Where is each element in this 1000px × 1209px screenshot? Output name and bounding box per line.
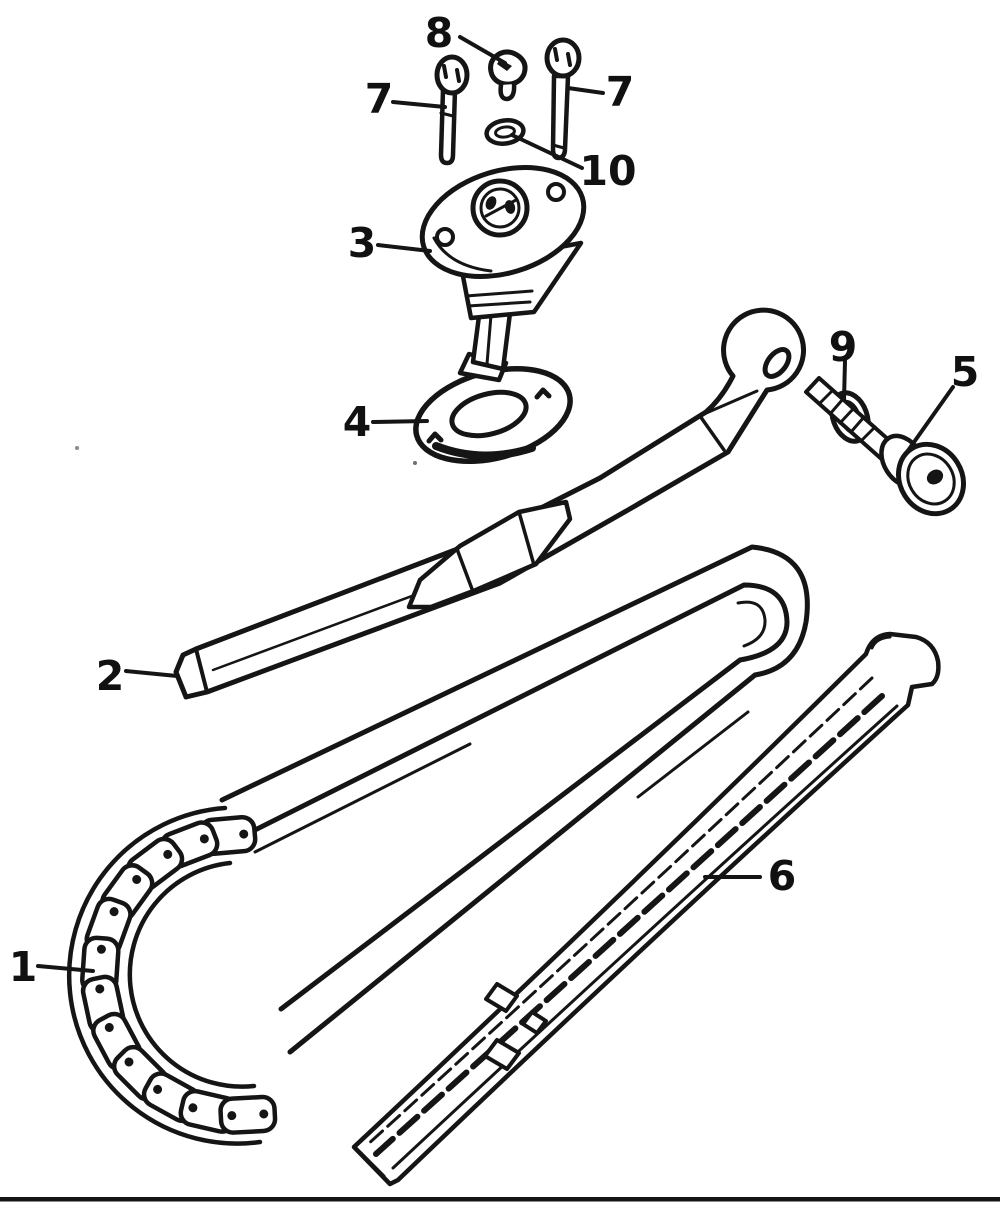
chain-run-extra-line: [636, 710, 750, 799]
stud-right-collar: [551, 143, 566, 150]
oring10-inner: [494, 125, 516, 139]
leader-3: [376, 243, 432, 253]
gasket-thick-edge: [432, 442, 536, 460]
bolt5-center-hole: [926, 469, 944, 485]
leader-7-right: [566, 86, 605, 95]
part-1-cam-chain: [66, 544, 810, 1146]
lifter-bolt-hole-right: [546, 182, 566, 202]
chain-band-inner-arc: [127, 860, 257, 1089]
gasket-notch-lower: [426, 431, 444, 444]
callout-label-4: 4: [343, 398, 372, 446]
leader-8: [458, 35, 507, 65]
bolt8-tip: [498, 81, 517, 102]
guide-groove-line: [391, 704, 899, 1170]
part-2-tensioner-arm: [173, 307, 806, 700]
lifter-boss-inner: [479, 187, 521, 229]
chain-hairpin-detail: [736, 600, 767, 648]
callout-labels: 1 2 3 4 5 6 7 7 8 9 10: [9, 9, 980, 991]
callout-label-6: 6: [768, 852, 797, 900]
guide-tip-cap: [358, 1150, 386, 1178]
guide-tab-upper: [484, 982, 519, 1013]
guide-tab-lower: [483, 1038, 521, 1071]
callout-label-1: 1: [9, 943, 38, 991]
guide-tab-middle: [521, 1010, 548, 1035]
part-3-tensioner-lifter: [419, 165, 587, 383]
guide-wear-band: [373, 693, 885, 1157]
bolt5-washer-inner: [906, 452, 956, 506]
lifter-screw-bar: [484, 198, 518, 218]
part-6-chain-guide: [351, 631, 941, 1187]
bolt5-threads: [817, 388, 877, 443]
arm-eyelet-hole: [762, 347, 792, 379]
arm-silhouette: [173, 307, 806, 700]
lifter-screw-slot-a: [485, 196, 497, 210]
arm-pivot-block: [406, 499, 573, 610]
stud-left-collar: [439, 111, 455, 118]
stud-right-head: [544, 37, 582, 79]
lifter-bolt-hole-left: [435, 227, 455, 247]
chain-run-outer-edge: [219, 544, 810, 1055]
arm-neck-step: [698, 414, 726, 452]
leader-2: [124, 669, 179, 678]
chain-run-inner-edge: [240, 582, 790, 1012]
leader-7-left: [391, 100, 447, 109]
lifter-rod-split: [485, 313, 493, 366]
callout-label-8: 8: [425, 9, 454, 57]
leader-10: [510, 133, 584, 170]
stud-left-shaft: [438, 87, 458, 166]
scan-speck-left: [75, 446, 79, 450]
arm-pivot-facets: [455, 510, 536, 591]
part-4-gasket: [413, 365, 573, 465]
stud-left-head: [434, 54, 470, 96]
part-5-bolt-washer: [804, 376, 966, 517]
part-7-stud-bolt-right: [544, 37, 582, 161]
oring10-outer: [484, 118, 526, 146]
guide-edge-line: [364, 676, 874, 1148]
gasket-notch-upper: [534, 387, 552, 400]
arm-neck-facet: [702, 389, 759, 416]
bottom-rule: [0, 1197, 1000, 1202]
part-10-o-ring: [484, 118, 526, 146]
scan-speck-center: [413, 461, 417, 465]
arm-tip-facet: [194, 647, 209, 694]
leader-4: [371, 419, 429, 424]
callout-leaders: [36, 35, 955, 973]
leader-9: [842, 359, 847, 402]
callout-label-2: 2: [96, 652, 125, 700]
callout-label-5: 5: [951, 348, 980, 396]
callout-label-7-left: 7: [365, 75, 394, 123]
callout-label-9: 9: [829, 323, 858, 371]
callout-label-3: 3: [348, 219, 377, 267]
leader-5: [905, 385, 955, 454]
stud-left-head-marks: [442, 64, 461, 83]
guide-hook-rim: [870, 635, 892, 650]
callout-label-10: 10: [579, 147, 636, 195]
stud-right-head-marks: [553, 47, 572, 67]
callout-label-7-right: 7: [606, 68, 635, 116]
leader-1: [36, 964, 95, 973]
part-7-stud-bolt-left: [434, 54, 470, 166]
chain-band-outer-arc: [66, 805, 263, 1146]
chain-run-extra-line2: [253, 742, 472, 854]
gasket-hole: [449, 389, 529, 439]
chain-links: [80, 814, 278, 1135]
lifter-body-ridges: [464, 289, 534, 308]
